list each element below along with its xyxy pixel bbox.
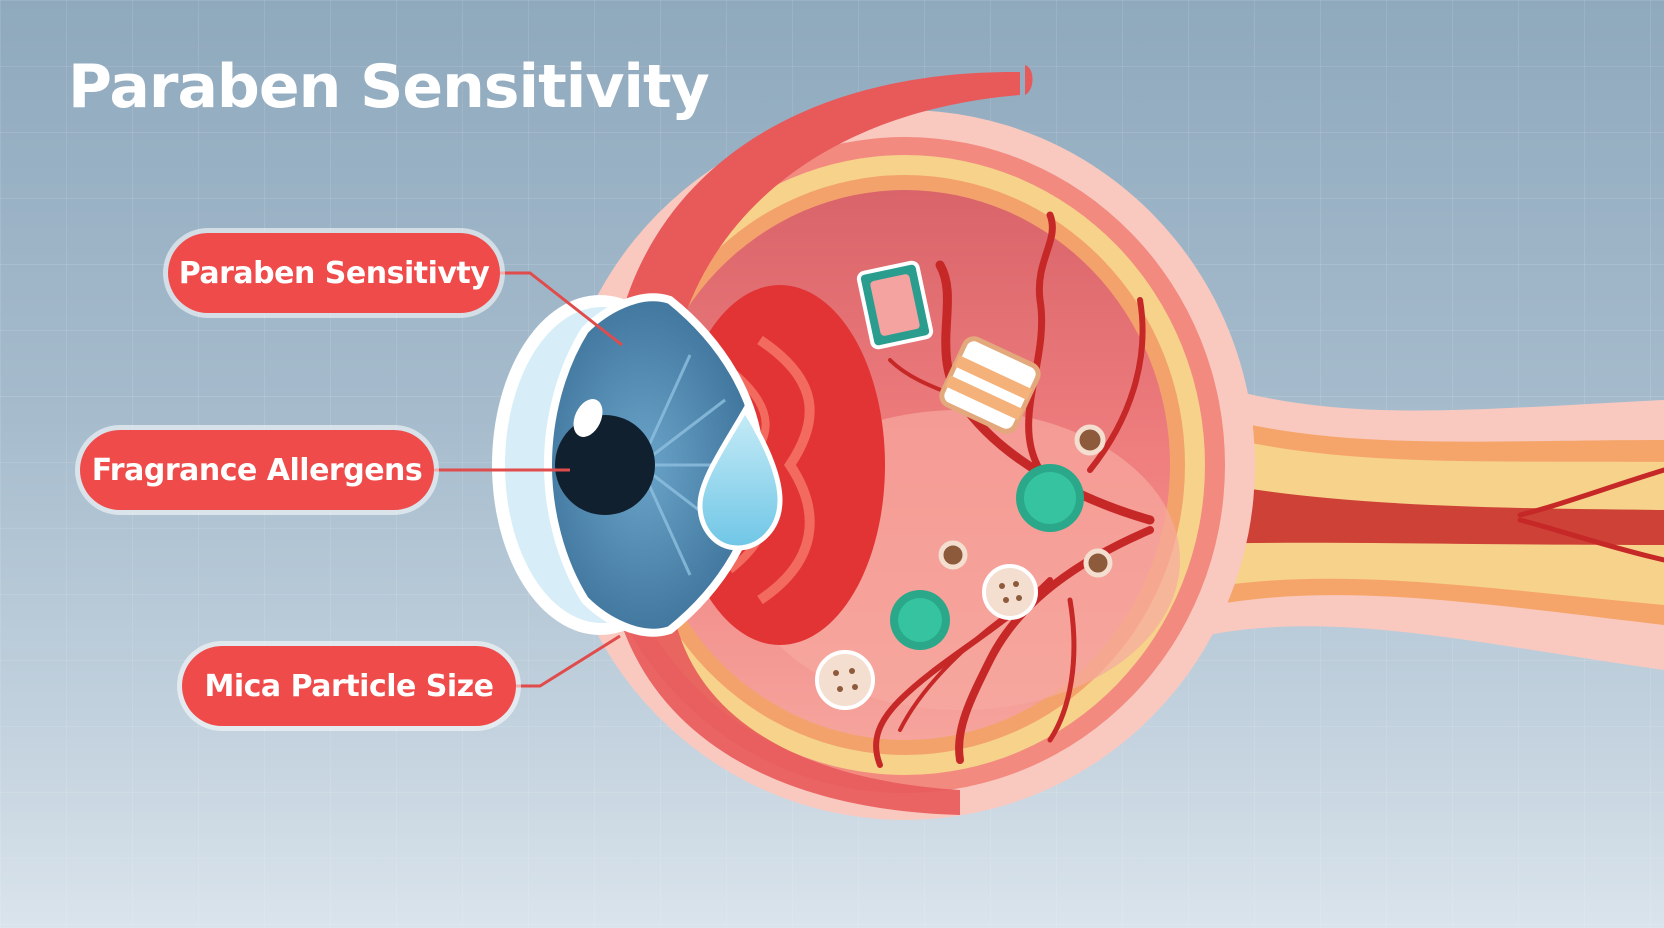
cornea-iris — [492, 293, 765, 637]
optic-nerve — [1150, 360, 1664, 670]
pill-pack-icon — [856, 260, 934, 350]
tear-drop-icon — [697, 405, 783, 551]
label-paraben-sensitivity: Paraben Sensitivty — [168, 233, 500, 313]
virus-icon — [1016, 464, 1084, 532]
connector-lines — [434, 271, 623, 688]
page-title: Paraben Sensitivity — [68, 52, 710, 122]
particles — [815, 260, 1113, 710]
pollen-icon — [815, 650, 875, 710]
spore-icon — [1083, 548, 1113, 578]
spore-icon — [938, 540, 968, 570]
label-fragrance-allergens: Fragrance Allergens — [80, 430, 434, 510]
bandage-icon — [939, 336, 1041, 434]
virus-icon — [890, 590, 950, 650]
pollen-icon — [982, 564, 1038, 620]
spore-icon — [1074, 424, 1106, 456]
label-mica-particle-size: Mica Particle Size — [182, 646, 516, 726]
